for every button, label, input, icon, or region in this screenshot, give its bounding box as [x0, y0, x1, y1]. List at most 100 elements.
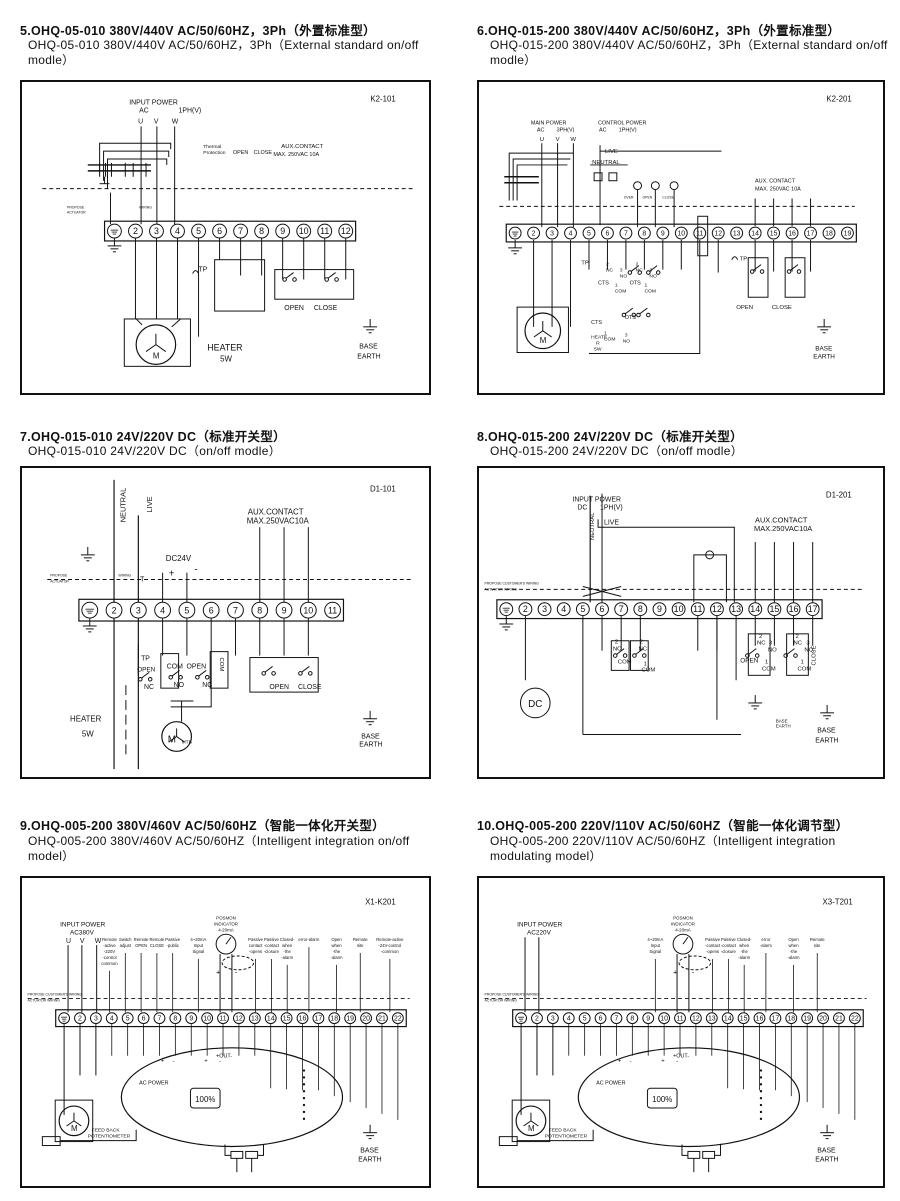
label: 1: [615, 282, 618, 288]
thermal-switch-icon: [731, 256, 739, 260]
terminal-note: site: [357, 943, 364, 948]
terminal-number: 10: [677, 231, 685, 238]
terminal-note: -opens: [249, 949, 262, 954]
terminal-1: [499, 602, 514, 617]
cts-switch-icon: [630, 265, 640, 272]
cts-switch-icon: [627, 270, 633, 275]
label: -: [676, 1059, 678, 1065]
label: 1: [765, 659, 768, 665]
terminal-number: 9: [646, 1016, 650, 1023]
terminal-14: [264, 1012, 277, 1025]
terminal-strip: [496, 599, 823, 620]
dc-motor-icon: [519, 687, 551, 719]
terminal-note: -closure: [721, 949, 737, 954]
open-switch-icon: [282, 277, 287, 282]
live-label: LIVE: [145, 496, 154, 512]
motor-icon: [524, 312, 562, 350]
label: EARTH: [776, 724, 791, 729]
wire: [135, 318, 143, 326]
label: BASE: [776, 719, 788, 724]
terminal-note: when: [331, 943, 342, 948]
label: NC: [636, 268, 644, 274]
wire: [225, 936, 232, 945]
terminal-note: site: [814, 943, 821, 948]
close-switch-icon: [308, 671, 313, 676]
terminal-7: [610, 1012, 623, 1025]
terminal-note: 4~20mA: [190, 937, 206, 942]
terminal-11: [693, 226, 707, 240]
terminal-note: -the: [333, 949, 341, 954]
label: NC: [794, 641, 803, 647]
cts-switch-icon: [621, 312, 627, 318]
terminal-number: 6: [600, 604, 605, 614]
ots-switch-icon: [646, 270, 651, 275]
terminal-number: 6: [217, 226, 222, 236]
terminal-number: 6: [209, 606, 214, 616]
terminal-number: 16: [788, 231, 796, 238]
label: HEATE: [591, 335, 608, 341]
terminal-number: 5: [587, 231, 591, 238]
terminal-number: 4: [160, 606, 165, 616]
terminal-12: [689, 1012, 702, 1025]
open-switch-icon: [745, 653, 750, 658]
terminal-1: [58, 1012, 71, 1025]
terminal-number: 12: [341, 226, 351, 236]
limit-switch-icon: [622, 653, 628, 658]
terminal-10: [671, 602, 686, 617]
terminal-strip: [512, 1009, 864, 1028]
terminal-note: -public: [166, 943, 178, 948]
terminal-number: 3: [94, 1016, 98, 1023]
section-title: 9.OHQ-005-200 380V/460V AC/50/60HZ（智能一体化…: [20, 819, 385, 833]
terminal-13: [248, 1012, 261, 1025]
terminal-13: [729, 602, 743, 617]
terminal-number: 8: [259, 226, 264, 236]
motor-winding: [155, 344, 167, 352]
wire: [224, 1144, 231, 1156]
lead-dot: [302, 1110, 306, 1114]
motor-winding: [542, 330, 552, 338]
open-switch-icon: [754, 653, 760, 658]
tp-switch-icon: [147, 676, 153, 682]
terminal-strip: [55, 1009, 407, 1028]
terminal-13: [730, 226, 744, 240]
terminal-strip: [103, 220, 357, 242]
terminal-number: 11: [676, 1016, 683, 1023]
label: +: [204, 1059, 208, 1065]
lamp-icon: [650, 181, 660, 191]
base-label: BASE: [817, 728, 836, 735]
lead-dot: [759, 1090, 763, 1093]
terminal-5: [121, 1012, 134, 1025]
wire: [516, 164, 568, 201]
terminal-2: [518, 602, 533, 617]
lead-dot: [302, 1076, 306, 1079]
label: 2: [636, 262, 639, 268]
terminal-note: when: [282, 943, 293, 948]
open-switch-icon: [261, 671, 266, 676]
terminal-number: 8: [173, 1016, 177, 1023]
phase-label: 3PH(V): [557, 127, 575, 133]
limit-switch-icon: [632, 653, 637, 658]
posmon-indicator-icon: [215, 933, 237, 955]
terminal-note: when: [788, 943, 799, 948]
terminal-number: 4: [567, 1016, 571, 1023]
terminal-17: [805, 602, 820, 617]
motor-winding: [145, 344, 157, 352]
terminal-number: 3: [550, 231, 554, 238]
section-subtitle: OHQ-005-200 220V/110V AC/50/60HZ（Intelli…: [490, 834, 836, 863]
label: CLOSE: [662, 196, 674, 200]
terminal-4: [556, 602, 571, 617]
label: +: [661, 1059, 665, 1065]
motor-icon: [58, 1105, 90, 1137]
lead-dot: [302, 1103, 306, 1107]
terminal-20: [817, 1012, 829, 1025]
aux-rating-label: MAX. 250VAC 10A: [273, 152, 319, 158]
terminal-note: Input: [651, 943, 661, 948]
limit-switch-icon: [198, 669, 207, 677]
thermal-switch-icon: [192, 270, 199, 274]
wire: [193, 655, 212, 708]
open-switch-icon: [292, 277, 297, 282]
terminal-note: -the: [741, 949, 749, 954]
